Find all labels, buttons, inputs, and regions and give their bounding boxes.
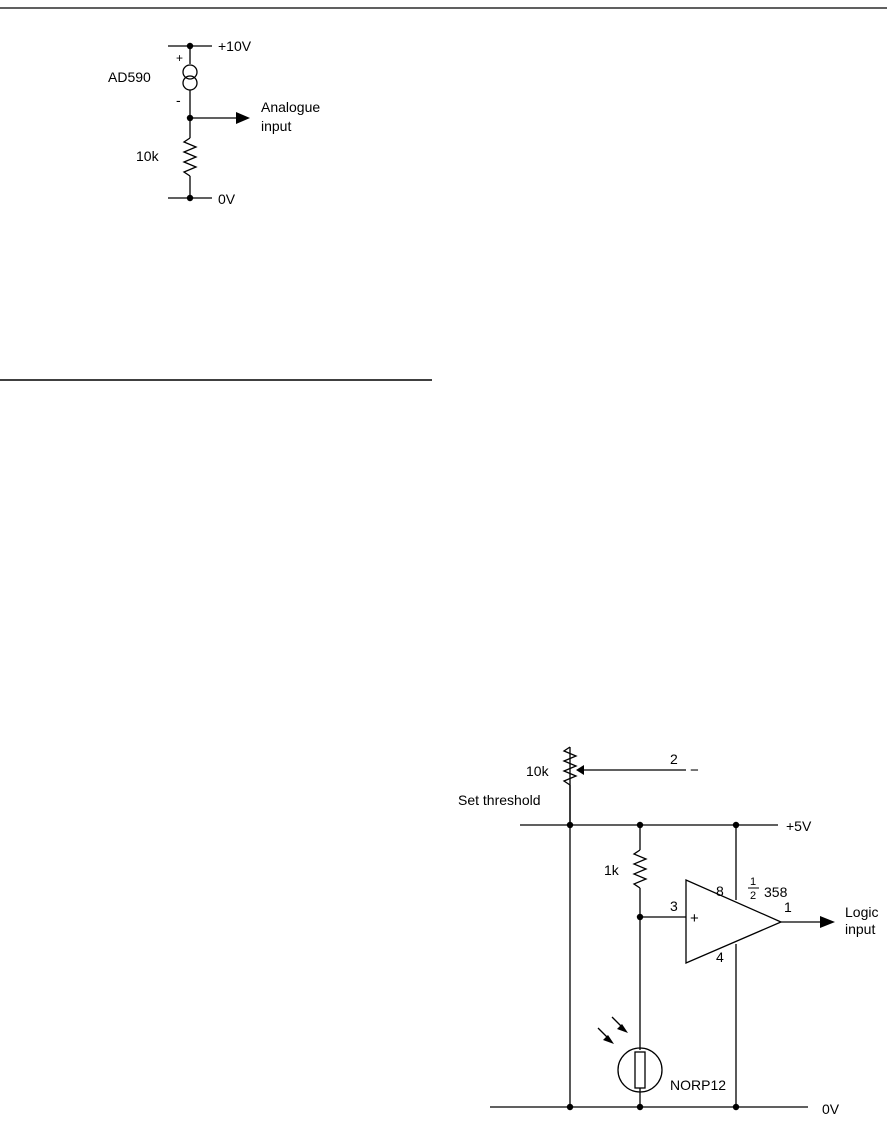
opamp-minus-sign: − bbox=[690, 762, 699, 779]
pot-wiper-arrow-icon bbox=[576, 765, 584, 775]
ldr-norp12-symbol bbox=[617, 1047, 663, 1093]
logic-label-line2: input bbox=[845, 921, 875, 937]
ground-label: 0V bbox=[218, 191, 236, 207]
pot-caption: Set threshold bbox=[458, 792, 541, 808]
opamp-plus-sign: + bbox=[690, 910, 699, 927]
opamp-358-symbol bbox=[685, 879, 783, 964]
potentiometer-10k-symbol bbox=[562, 746, 578, 786]
supply-5v-label: +5V bbox=[786, 818, 812, 834]
ldr-label: NORP12 bbox=[670, 1077, 726, 1093]
pullup-resistor-1k-symbol bbox=[632, 849, 648, 889]
fraction-denominator: 2 bbox=[750, 890, 756, 902]
ground-node bbox=[186, 194, 194, 202]
pin-3-label: 3 bbox=[670, 898, 678, 914]
pin-2-label-text: 2 bbox=[670, 751, 678, 767]
output-label-line1: Analogue bbox=[261, 99, 320, 115]
circuit-ad590: +10V + AD590 - Analogue input 10k 0V bbox=[108, 38, 320, 207]
output-arrow-icon bbox=[236, 112, 250, 124]
pot-label: 10k bbox=[526, 763, 550, 779]
pullup-label: 1k bbox=[604, 862, 620, 878]
logic-output-arrow-icon bbox=[820, 916, 835, 928]
resistor-label: 10k bbox=[136, 148, 160, 164]
opamp-part-number: 358 bbox=[764, 884, 788, 900]
pin-1-label: 1 bbox=[784, 899, 792, 915]
pin-4-label: 4 bbox=[716, 949, 724, 965]
sensor-minus-label: - bbox=[176, 92, 181, 108]
opamp-part-label: 1 2 358 bbox=[748, 876, 788, 902]
sensor-plus-label: + bbox=[176, 51, 183, 65]
circuit-ldr-comparator: +5V 0V 10k Set threshold 1k bbox=[458, 746, 878, 1117]
supply-label: +10V bbox=[218, 38, 252, 54]
light-rays-icon bbox=[597, 1016, 628, 1044]
resistor-10k-symbol bbox=[182, 137, 198, 177]
ad590-current-source-symbol bbox=[182, 64, 198, 91]
pin-8-label: 8 bbox=[716, 883, 724, 899]
ground-0v-label: 0V bbox=[822, 1101, 840, 1117]
output-label-line2: input bbox=[261, 118, 291, 134]
logic-label-line1: Logic bbox=[845, 904, 878, 920]
fraction-numerator: 1 bbox=[750, 876, 756, 888]
sensor-label: AD590 bbox=[108, 69, 151, 85]
